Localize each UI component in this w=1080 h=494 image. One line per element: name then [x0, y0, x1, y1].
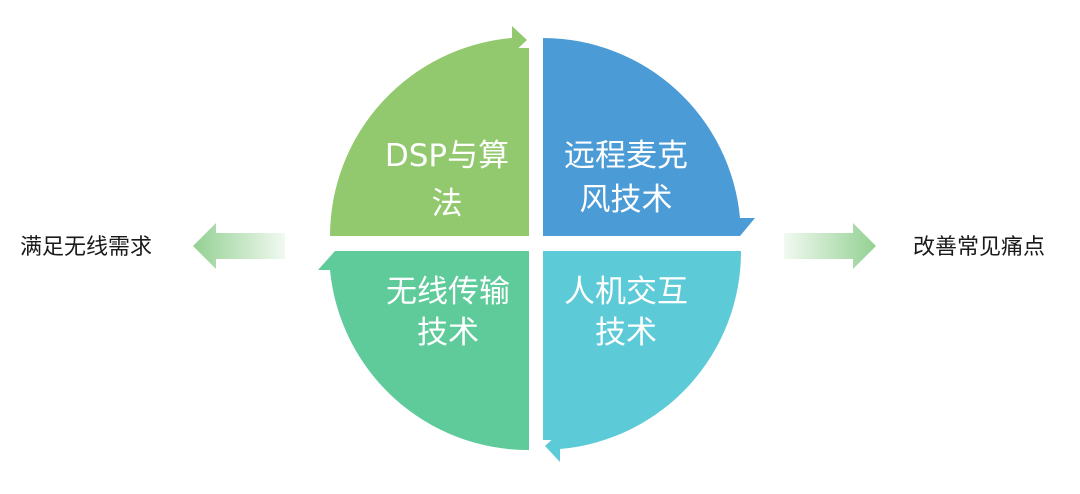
quadrant-bottom-left	[318, 251, 529, 451]
quadrant-top-right-label-line2: 风技术	[580, 182, 673, 218]
quadrant-top-right-label-line1: 远程麦克	[564, 138, 688, 174]
left-label: 满足无线需求	[20, 235, 152, 260]
quadrant-top-right	[543, 38, 755, 236]
quadrant-bottom-left-label-line2: 技术	[417, 315, 479, 351]
quadrant-bottom-right-label-line2: 技术	[595, 315, 657, 351]
quadrant-top-left-label-line1: DSP与算	[385, 138, 509, 174]
left-arrow-icon	[193, 223, 285, 269]
quadrant-top-left	[330, 26, 529, 236]
quadrant-bottom-right	[543, 251, 742, 462]
quadrant-bottom-right-label-line1: 人机交互	[564, 274, 688, 310]
right-arrow-icon	[784, 223, 876, 269]
quadrant-top-left-label-line2: 法	[432, 186, 463, 222]
right-label: 改善常见痛点	[913, 235, 1045, 260]
quadrant-bottom-left-label-line1: 无线传输	[386, 274, 510, 310]
